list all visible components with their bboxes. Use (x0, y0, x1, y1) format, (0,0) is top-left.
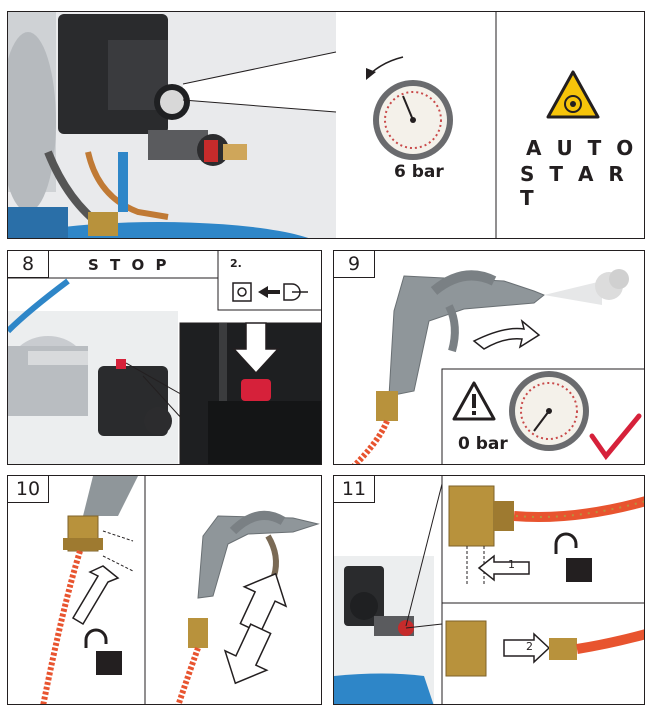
disconnect-blow-gun-photo (40, 476, 320, 704)
auto-label: A U T O (526, 136, 638, 160)
step-2-label: 2. (230, 257, 242, 270)
step-1-label: 1 (508, 558, 515, 571)
compressor-pressure-switch-photo (8, 12, 600, 238)
panel-step-11: 11 1 2 (333, 475, 645, 705)
step-number: 10 (8, 476, 49, 503)
step-number: 11 (334, 476, 375, 503)
unplug-compressor-photo (8, 251, 321, 464)
step-number: 8 (8, 251, 49, 278)
start-label: S T A R T (520, 162, 628, 210)
gauge-value-label: 6 bar (394, 162, 444, 182)
step-number: 9 (334, 251, 375, 278)
panel-step-10: 10 (7, 475, 322, 705)
blow-gun-release-air-photo (351, 269, 644, 464)
panel-autostart: 6 bar A U T O S T A R T (7, 11, 645, 239)
panel-step-9: 9 0 bar (333, 250, 645, 465)
step-2-label: 2 (526, 640, 533, 653)
panel-step-8: 8 S T O P 2. (7, 250, 322, 465)
stop-label: S T O P (88, 256, 170, 274)
disconnect-hose-coupling-photo (334, 476, 644, 704)
gauge-value-label: 0 bar (458, 434, 508, 454)
